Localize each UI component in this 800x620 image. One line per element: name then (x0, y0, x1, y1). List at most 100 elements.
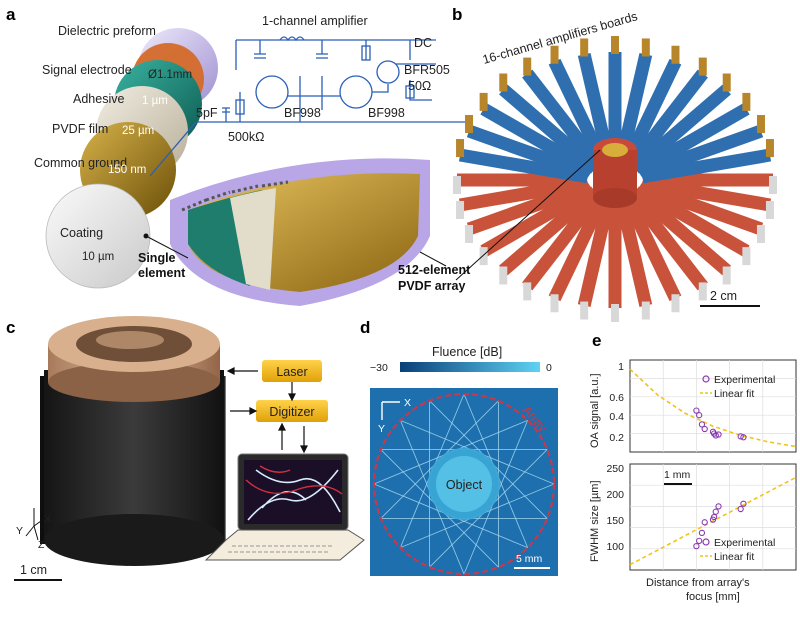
amplifier-board-4 (630, 186, 731, 276)
board-connector-15 (456, 200, 465, 219)
panel-b-scale-label: 2 cm (710, 289, 737, 303)
array-pointer-short (419, 251, 447, 267)
board-connector-24 (611, 36, 619, 54)
fwhm-xlabel-l2: focus [mm] (686, 591, 740, 603)
fwhm-point-3 (701, 519, 708, 526)
laptop-up-arrow-head (278, 422, 286, 431)
oa-legend-fit: Linear fit (714, 388, 754, 400)
array-pointer-line (455, 149, 601, 281)
board-connector-22 (550, 45, 559, 64)
panel-c: c Laser Digitizer (6, 316, 365, 581)
colorbar-max-label: 0 (546, 362, 552, 374)
inductor (279, 36, 305, 42)
laser-arrow-head (226, 367, 235, 375)
board-connector-9 (580, 301, 589, 320)
pvdf-array-cup (170, 158, 430, 306)
bfr505-transistor (376, 60, 400, 84)
vessel-image-white (247, 469, 341, 521)
fwhm-ytick-0: 250 (606, 463, 624, 475)
resistor-500k (235, 99, 245, 115)
laser-digitizer-arrow-head (288, 393, 296, 402)
panel-a-letter: a (6, 5, 16, 24)
oa-point-9 (740, 434, 747, 441)
panel-c-axis-y-label: Y (16, 525, 23, 537)
capacitor-5pf (222, 107, 230, 122)
layer-value-ground: 150 nm (108, 164, 146, 176)
amplifier-board-30 (638, 124, 764, 180)
board-connector-6 (671, 294, 680, 313)
panel-b: b 16-channel amplifiers boards 2 cm (419, 5, 777, 322)
laser-box (262, 360, 322, 382)
circuit-bf998-label-2: BF998 (368, 106, 405, 120)
panel-e-letter: e (592, 331, 601, 350)
object-label: Object (446, 478, 483, 492)
coating-disc (45, 183, 151, 289)
flow-arrows (226, 367, 308, 454)
fluence-label: Fluence [dB] (432, 345, 502, 359)
panel-d-letter: d (360, 318, 370, 337)
board-connector-18 (465, 115, 474, 134)
panel-d-axis-y-label: Y (378, 423, 385, 435)
probe-copper-ring-bottom (48, 362, 220, 402)
fwhm-point-7 (715, 503, 722, 510)
circuit-title: 1-channel amplifier (262, 14, 368, 28)
layer-label-pvdf: PVDF film (52, 122, 108, 136)
resistor-50 (405, 85, 415, 99)
amplifier-board-17 (458, 148, 589, 184)
panel-c-axis-x-label: X (44, 513, 51, 525)
fwhm-ytick-3: 100 (606, 541, 624, 553)
oa-linear-fit-line (629, 368, 797, 448)
oa-ytick-0: 1 (618, 361, 624, 373)
amplifier-board-7 (614, 194, 653, 308)
circuit-connector-line (149, 121, 197, 177)
oa-point-5 (710, 430, 718, 437)
fwhm-scalebar-label: 1 mm (664, 469, 691, 481)
layer-value-adhesive: 1 µm (142, 95, 168, 107)
fwhm-point-6 (712, 508, 719, 515)
fwhm-point-9 (740, 500, 747, 507)
laptop-keys (228, 545, 334, 553)
fwhm-legend-fit: Linear fit (714, 551, 754, 563)
laptop (204, 453, 365, 561)
panel-e: e OA signal [a.u.] 1 0.6 0.4 0.2 Experim… (589, 331, 797, 603)
fwhm-point-0 (693, 543, 700, 550)
oa-experimental-points (693, 407, 747, 441)
board-connector-12 (499, 266, 508, 285)
board-connector-29 (742, 92, 751, 111)
board-connector-10 (550, 294, 559, 313)
board-connector-27 (698, 57, 707, 76)
board-connector-30 (756, 115, 765, 134)
amplifier-board-21 (522, 69, 605, 171)
amplifier-board-1 (641, 176, 772, 212)
circuit-50ohm-label: 50Ω (408, 79, 431, 93)
fwhm-ylabel: FWHM size [µm] (589, 481, 601, 563)
board-connector-4 (722, 266, 731, 285)
amplifier-board-27 (625, 69, 708, 171)
array-label-l1: 512-element (398, 263, 471, 277)
fwhm-point-5 (710, 513, 718, 521)
panel-b-letter: b (452, 5, 462, 24)
fwhm-point-8 (737, 505, 744, 513)
board-connector-31 (765, 139, 774, 158)
oa-point-2 (698, 421, 706, 428)
capacitors-top (254, 53, 328, 59)
amplifier-board-20 (499, 84, 600, 174)
amplifier-board-6 (619, 191, 682, 302)
board-connector-13 (479, 247, 488, 266)
panel-c-axes (25, 508, 49, 541)
fwhm-xlabel-l1: Distance from array's (646, 577, 750, 589)
board-connector-1 (765, 200, 774, 219)
amplifier-board-9 (577, 194, 616, 308)
amplifier-board-19 (480, 103, 595, 177)
single-element-label-l1: Single (138, 251, 176, 265)
board-connector-11 (523, 282, 532, 301)
colorbar-min-label: −30 (370, 362, 388, 374)
circuit-bfr505-label: BFR505 (404, 63, 450, 77)
amplifier-board-11 (522, 189, 605, 291)
board-connector-3 (742, 247, 751, 266)
layer-stack (45, 28, 218, 289)
array-element-pins (181, 180, 289, 212)
panel-d-scale-label: 5 mm (516, 553, 543, 565)
probe-cup-highlight (96, 331, 164, 349)
digitizer-label: Digitizer (269, 405, 314, 419)
